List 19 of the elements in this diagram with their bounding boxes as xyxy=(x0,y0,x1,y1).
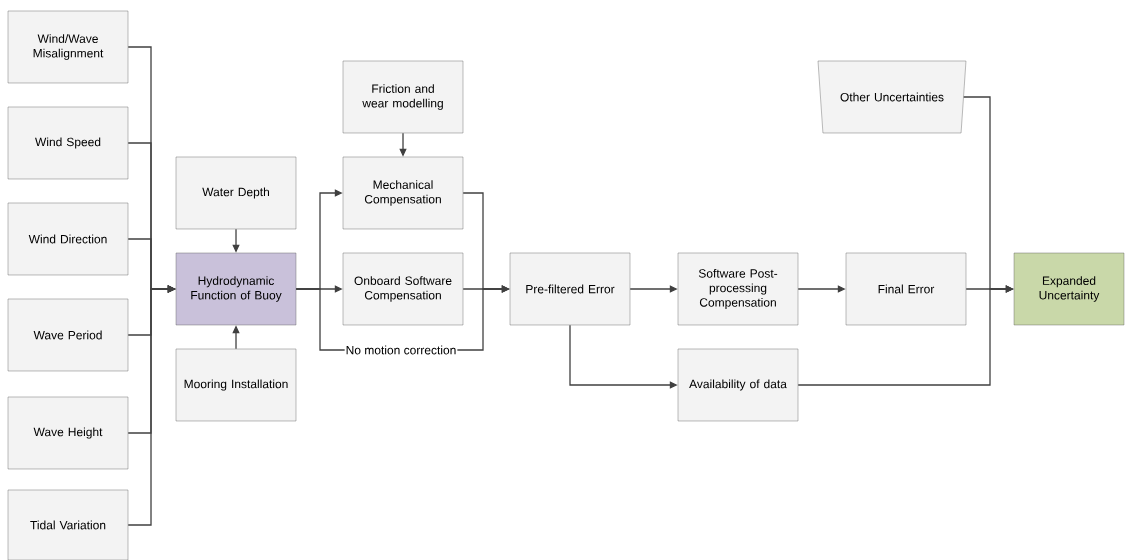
process-box: Mooring Installation xyxy=(175,348,297,422)
result-box: Expanded Uncertainty xyxy=(1013,252,1125,326)
process-box: Onboard Software Compensation xyxy=(342,252,464,326)
process-box: Wind/Wave Misalignment xyxy=(7,10,129,84)
process-box: Pre-filtered Error xyxy=(509,252,631,326)
input-trapezoid: Other Uncertainties xyxy=(817,60,967,134)
process-box: Wave Period xyxy=(7,298,129,372)
process-box: Friction and wear modelling xyxy=(342,60,464,134)
process-box: Wave Height xyxy=(7,396,129,470)
process-box: Final Error xyxy=(845,252,967,326)
process-box: Water Depth xyxy=(175,156,297,230)
process-box: Wind Speed xyxy=(7,106,129,180)
process-box: Mechanical Compensation xyxy=(342,156,464,230)
process-box: Wind Direction xyxy=(7,202,129,276)
process-box: Tidal Variation xyxy=(7,489,129,560)
edge-label: No motion correction xyxy=(344,344,458,356)
process-box: Hydrodynamic Function of Buoy xyxy=(175,252,297,326)
process-box: Software Post-processing Compensation xyxy=(677,252,799,326)
process-box: Availability of data xyxy=(677,348,799,422)
